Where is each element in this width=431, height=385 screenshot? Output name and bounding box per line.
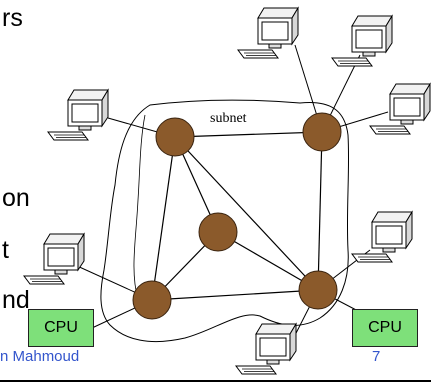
computer-icon <box>237 7 299 59</box>
slide-text-fragment: t <box>2 236 9 264</box>
cpu-box: CPU <box>28 309 94 347</box>
router-node <box>155 117 195 157</box>
computer-icon <box>23 233 85 285</box>
computer-icon <box>351 211 413 263</box>
subnet-boundary-inner <box>133 114 146 301</box>
computer-icon <box>369 83 431 135</box>
slide-text-fragment: rs <box>2 4 23 32</box>
computer-icon <box>235 323 297 375</box>
computer-icon <box>331 15 393 67</box>
subnet-label: subnet <box>210 111 247 126</box>
footer-author: n Mahmoud <box>0 348 80 365</box>
router-node <box>132 280 172 320</box>
router-links <box>151 131 323 301</box>
slide-text-fragment: nd <box>2 286 30 314</box>
slide-text-fragment: on <box>2 184 30 212</box>
router-node <box>198 212 238 252</box>
router-node <box>302 112 342 152</box>
footer-rule <box>0 380 431 382</box>
computer-icon <box>47 89 109 141</box>
routers <box>132 112 342 320</box>
footer-page-number: 7 <box>372 348 381 365</box>
subnet-boundary <box>100 99 350 343</box>
cpu-box: CPU <box>352 309 418 347</box>
host-links <box>74 44 389 346</box>
router-node <box>298 270 338 310</box>
